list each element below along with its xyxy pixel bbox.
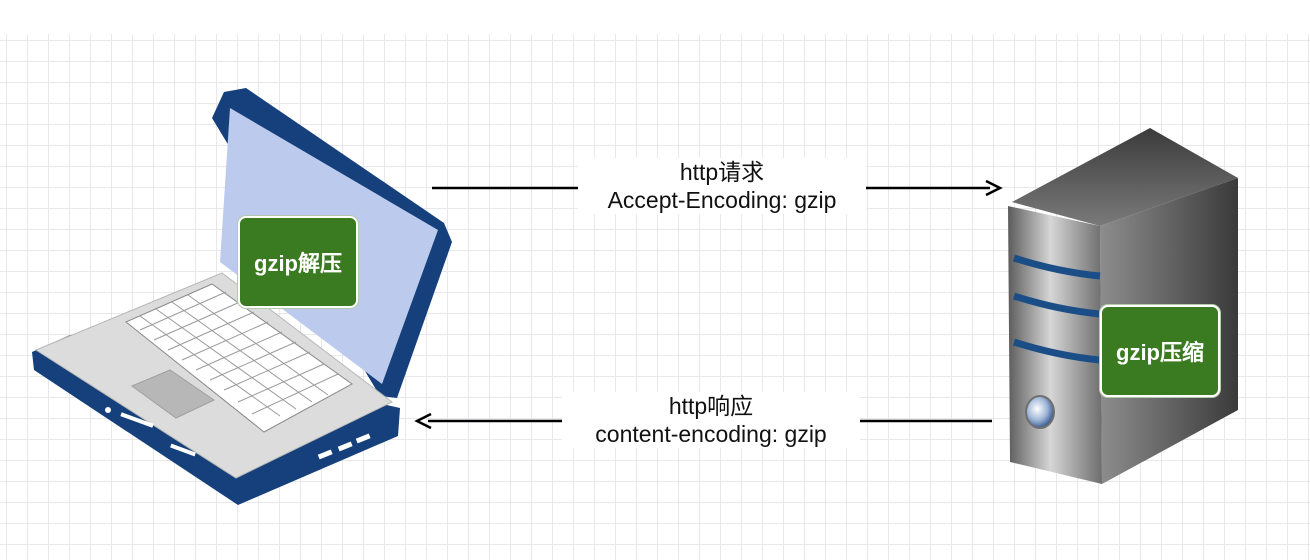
client-gzip-badge: gzip解压 xyxy=(238,216,358,308)
server-power-button xyxy=(1025,395,1055,429)
server-top xyxy=(1012,128,1238,226)
laptop-ports xyxy=(105,407,371,460)
keyboard-keys xyxy=(139,291,339,417)
response-label-line2: content-encoding: gzip xyxy=(595,421,827,447)
response-label-line1: http响应 xyxy=(668,393,754,419)
laptop-keyboard xyxy=(125,283,353,433)
laptop-trackpad xyxy=(130,369,216,419)
request-label: http请求 Accept-Encoding: gzip xyxy=(578,158,866,214)
request-label-line1: http请求 xyxy=(679,159,765,185)
server-icon xyxy=(1008,128,1238,484)
server-stripes xyxy=(1012,254,1101,364)
server-gzip-badge: gzip压缩 xyxy=(1100,305,1220,397)
request-label-line2: Accept-Encoding: gzip xyxy=(607,187,837,213)
response-label: http响应 content-encoding: gzip xyxy=(562,392,860,448)
